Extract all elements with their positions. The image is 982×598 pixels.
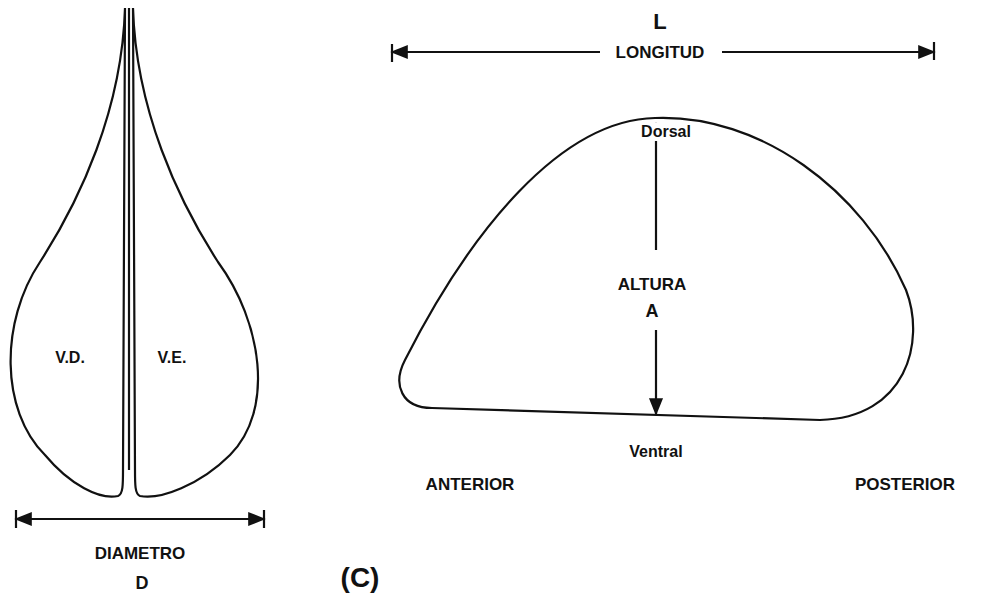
orientation-label: POSTERIOR <box>852 475 958 494</box>
height-arrow <box>655 124 657 250</box>
orientation-label: Ventral <box>626 443 685 461</box>
left-valve-outline <box>133 8 258 497</box>
dimension-symbol: D <box>133 573 152 593</box>
dimension-tick <box>933 42 935 60</box>
dimension-line <box>16 518 264 520</box>
dimension-line <box>722 51 934 53</box>
dimension-tick <box>263 510 265 528</box>
dimension-label: ALTURA <box>615 275 690 294</box>
orientation-label: Dorsal <box>638 123 694 141</box>
right-valve-outline <box>11 8 125 497</box>
figure-label: (C) <box>338 563 383 593</box>
shell-outline <box>399 118 913 420</box>
dimension-symbol: L <box>650 10 669 34</box>
dimension-label: DIAMETRO <box>92 544 189 563</box>
height-arrow <box>655 330 657 414</box>
dimension-line <box>392 51 600 53</box>
orientation-label: ANTERIOR <box>423 475 518 494</box>
dimension-symbol: A <box>643 301 662 321</box>
dimension-tick <box>15 510 17 528</box>
dimension-tick <box>391 44 393 62</box>
valve-label: V.E. <box>155 349 190 367</box>
dimension-label: LONGITUD <box>613 43 708 62</box>
valve-label: V.D. <box>52 349 88 367</box>
hinge-line <box>128 8 130 470</box>
